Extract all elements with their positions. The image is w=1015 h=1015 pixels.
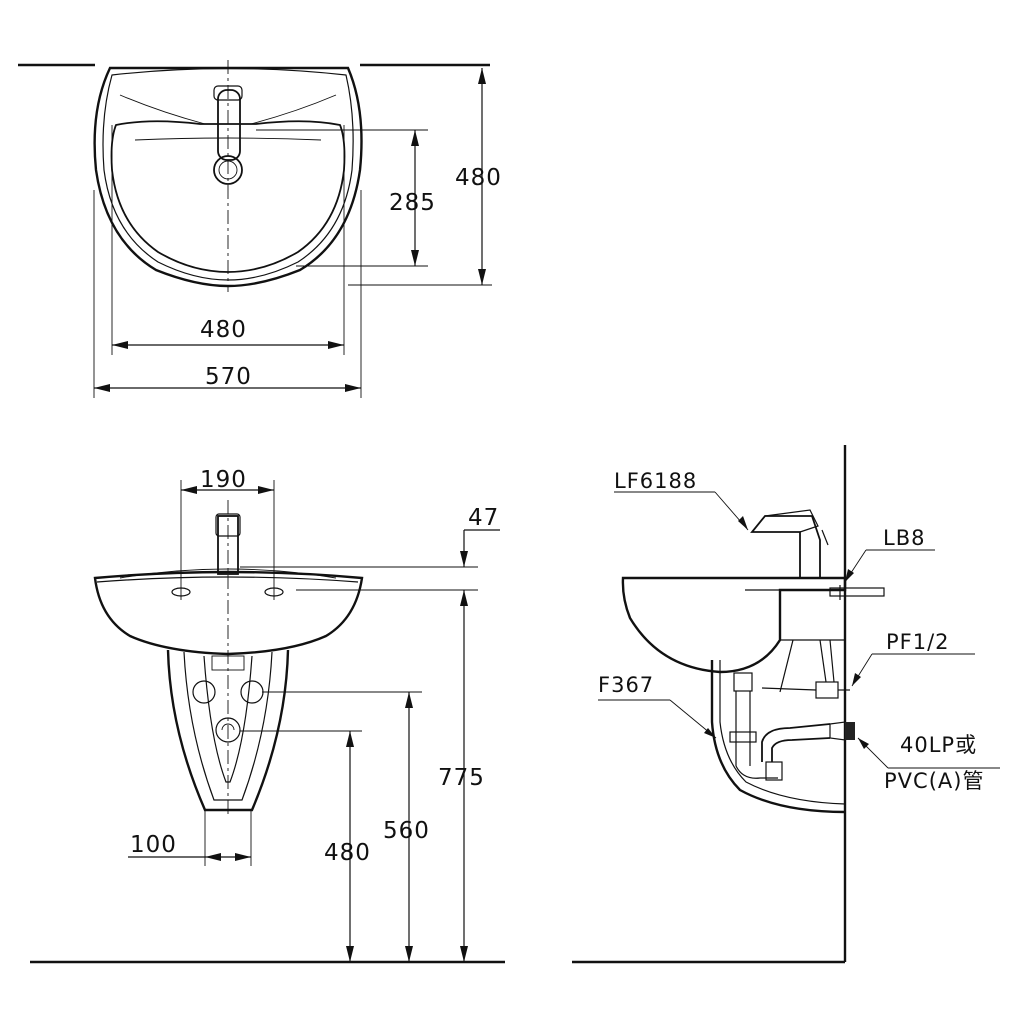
dim-bowl-width: 480 — [200, 317, 247, 343]
valve-left — [192, 680, 216, 704]
arrow — [478, 68, 486, 84]
arrow — [181, 486, 197, 494]
arrow — [852, 673, 861, 686]
arrow — [405, 692, 413, 708]
front-view: 190 47 775 560 480 100 — [30, 467, 505, 964]
dim-pedestal-width: 100 — [130, 832, 177, 858]
dim-rim-offset: 47 — [468, 505, 499, 531]
valve-handle — [761, 687, 817, 691]
arrow — [858, 738, 869, 749]
dim-height-total: 480 — [455, 165, 502, 191]
faucet-hose — [821, 529, 829, 546]
dim-bowl-depth: 285 — [389, 190, 436, 216]
dim-drain-height: 480 — [324, 840, 371, 866]
drain-arc — [221, 723, 235, 731]
arrow — [94, 384, 110, 392]
front-basin-outline — [93, 570, 364, 656]
front-basin-rim — [96, 576, 359, 583]
faucet-body — [217, 515, 239, 575]
trap-nut — [765, 761, 783, 781]
arrow — [460, 946, 468, 962]
label-faucet: LF6188 — [614, 469, 697, 493]
basin-bowl — [110, 120, 346, 273]
label-pedestal: F367 — [598, 673, 654, 697]
dim-supply-height: 560 — [383, 818, 430, 844]
drain-nut — [733, 672, 753, 692]
valve-pf12 — [815, 681, 839, 699]
arrow — [704, 728, 716, 738]
arrow — [235, 853, 251, 861]
dim-faucet-spacing: 190 — [200, 467, 247, 493]
wall-outlet — [845, 722, 855, 740]
faucet-lever-side — [764, 509, 819, 533]
faucet-body-side — [750, 515, 821, 579]
arrow — [460, 551, 468, 567]
label-drain-line2: PVC(A)管 — [884, 769, 984, 793]
arrow — [478, 269, 486, 285]
arrow — [845, 569, 854, 582]
side-faucet — [750, 509, 829, 579]
side-drain — [729, 672, 855, 781]
arrow — [258, 486, 274, 494]
side-view: LF6188 LB8 PF1/2 F367 40LP或 PVC(A)管 — [572, 445, 1000, 964]
arrow — [411, 130, 419, 146]
trap-arm-upper — [761, 723, 831, 762]
label-bolt: LB8 — [883, 526, 925, 550]
deck-curve-left — [119, 94, 206, 125]
arrow — [738, 516, 748, 530]
arrow — [346, 731, 354, 747]
top-view: 480 285 480 570 — [18, 60, 502, 398]
dim-rim-height: 775 — [438, 765, 485, 791]
side-supply — [761, 639, 850, 699]
arrow — [345, 384, 361, 392]
trap-arm-lower — [771, 737, 831, 762]
arrow — [328, 341, 344, 349]
side-basin-outline — [621, 576, 847, 674]
label-drain-line1: 40LP或 — [900, 733, 977, 757]
arrow — [205, 853, 221, 861]
basin-inner-rim — [102, 67, 354, 281]
deck-curve-right — [250, 94, 337, 125]
drain-collar — [729, 731, 757, 743]
supply-hose-1 — [779, 639, 794, 693]
supply-hose-3 — [829, 639, 835, 683]
side-pedestal-inner — [719, 660, 846, 805]
arrow — [411, 250, 419, 266]
arrow — [112, 341, 128, 349]
supply-hose-2 — [819, 639, 827, 683]
faucet-spout — [217, 89, 241, 161]
label-valve: PF1/2 — [886, 630, 950, 654]
trap-bottom — [735, 765, 778, 779]
side-pedestal-outline — [710, 660, 846, 814]
dim-total-width: 570 — [205, 364, 252, 390]
valve-right — [240, 680, 264, 704]
wall-flange — [829, 721, 846, 741]
arrow — [460, 590, 468, 606]
pedestal-outline — [166, 649, 290, 812]
arrow — [405, 946, 413, 962]
arrow — [346, 946, 354, 962]
bolt-lb8 — [829, 587, 885, 597]
